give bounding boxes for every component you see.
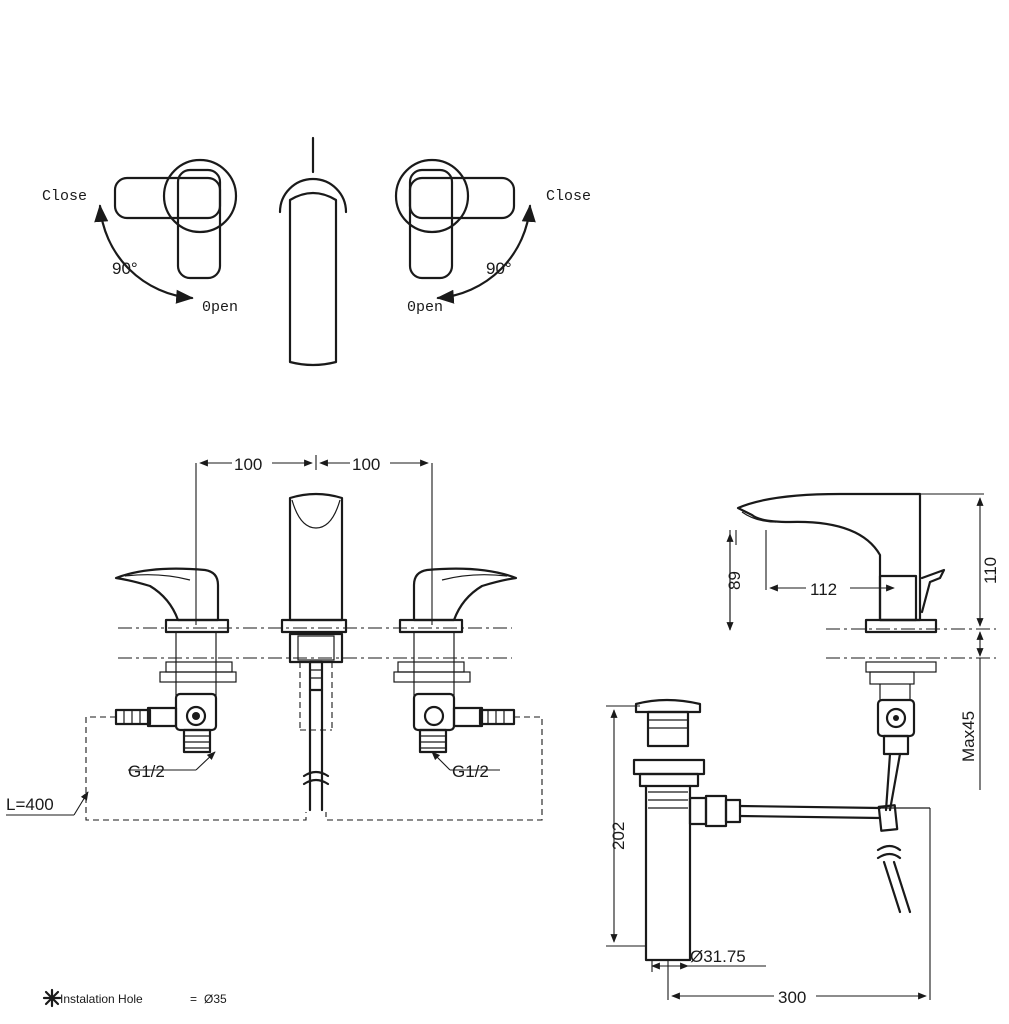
left-open-label: 0pen bbox=[202, 299, 238, 316]
left-close-label: Close bbox=[42, 188, 87, 205]
installation-hole-value: Ø35 bbox=[204, 992, 227, 1006]
top-view-spout bbox=[278, 136, 348, 367]
asterisk-icon bbox=[42, 988, 62, 1008]
spacing-right-label: 100 bbox=[352, 455, 380, 474]
thread-left-label: G1/2 bbox=[128, 762, 165, 781]
drain-height-label: 202 bbox=[609, 822, 628, 850]
installation-hole-equals: = bbox=[190, 992, 197, 1006]
spacing-left-label: 100 bbox=[234, 455, 262, 474]
max-deck-label: Max45 bbox=[959, 711, 978, 762]
drain-distance-label: 300 bbox=[778, 988, 806, 1007]
left-angle-label: 90° bbox=[112, 259, 138, 278]
drain-diameter-label: Ø31.75 bbox=[690, 947, 746, 966]
right-angle-label: 90° bbox=[486, 259, 512, 278]
thread-right-label: G1/2 bbox=[452, 762, 489, 781]
top-view-right-handle: Close 90° 0pen bbox=[394, 158, 591, 316]
height-89-label: 89 bbox=[725, 571, 744, 590]
front-view: 100 100 bbox=[6, 455, 543, 821]
hose-length-label: L=400 bbox=[6, 795, 54, 814]
side-view: 89 112 110 Max45 202 bbox=[606, 492, 1000, 1007]
installation-hole-note: Instalation Hole = Ø35 bbox=[42, 988, 227, 1008]
height-110-label: 110 bbox=[981, 557, 1000, 584]
right-open-label: 0pen bbox=[407, 299, 443, 316]
reach-112-label: 112 bbox=[810, 580, 837, 599]
top-view-left-handle: Close 90° 0pen bbox=[42, 158, 238, 316]
right-close-label: Close bbox=[546, 188, 591, 205]
installation-hole-label: Instalation Hole bbox=[60, 992, 143, 1006]
